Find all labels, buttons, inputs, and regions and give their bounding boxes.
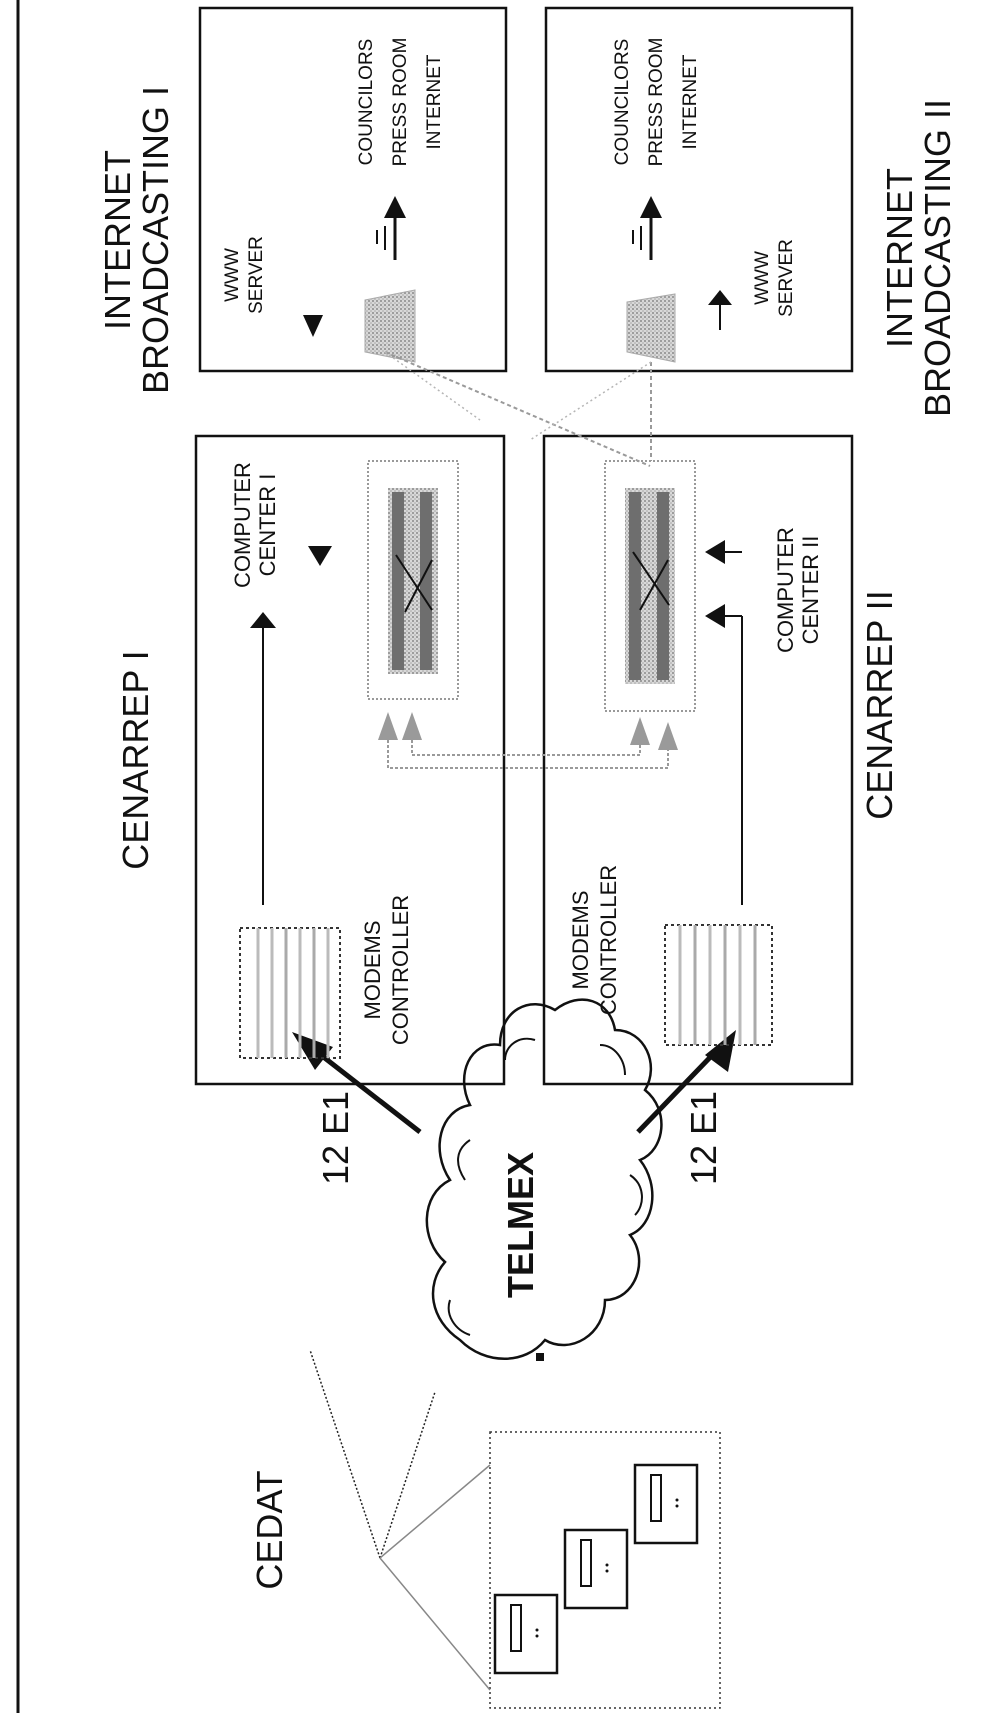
cedat-perspective-line bbox=[309, 1349, 381, 1559]
modems-2-label: MODEMS bbox=[568, 891, 593, 990]
destinations-2-line3: INTERNET bbox=[680, 54, 701, 149]
cross-links bbox=[378, 712, 678, 769]
modems-controller-1-rack bbox=[239, 927, 341, 1059]
server-icon bbox=[364, 289, 416, 363]
www-server-1-line2: SERVER bbox=[246, 236, 267, 314]
arrow-icon bbox=[705, 540, 725, 564]
cedat-frame bbox=[489, 1431, 721, 1709]
cedat-label: CEDAT bbox=[249, 1470, 290, 1589]
ib2-frame bbox=[544, 6, 854, 373]
ib2-title-line1: INTERNET bbox=[879, 168, 920, 348]
arrow-icon bbox=[402, 712, 422, 740]
ib1-frame bbox=[198, 6, 508, 373]
marker-dot bbox=[536, 1353, 544, 1361]
computer-center-1-label-line2: CENTER I bbox=[255, 474, 280, 577]
destinations-1-line3: INTERNET bbox=[424, 54, 445, 149]
ib1-title-line1: INTERNET bbox=[97, 150, 138, 330]
cloud-contour bbox=[447, 1037, 643, 1336]
destinations-1-line1: COUNCILORS bbox=[356, 39, 377, 166]
terminal-icon bbox=[563, 1528, 629, 1610]
modems-1-label: MODEMS bbox=[360, 921, 385, 1020]
terminal-icon bbox=[493, 1593, 559, 1675]
controller-2-label: CONTROLLER bbox=[596, 865, 621, 1015]
cedat-node: CEDAT bbox=[249, 1349, 721, 1709]
telmex-cloud: TELMEX bbox=[425, 998, 663, 1360]
internet-broadcasting-2-box: WWW SERVER COUNCILORS PRESS ROOM INTERNE… bbox=[544, 6, 854, 373]
cedat-perspective-line bbox=[379, 1557, 491, 1691]
destinations-2-line1: COUNCILORS bbox=[612, 39, 633, 166]
e1-label-lower: 12 E1 bbox=[683, 1091, 724, 1185]
www-server-2-line1: WWW bbox=[752, 251, 773, 305]
e1-link-upper: 12 E1 bbox=[292, 1032, 422, 1185]
cenarrep-1-frame bbox=[194, 434, 506, 1086]
computer-center-2-label-line2: CENTER II bbox=[798, 536, 823, 645]
ib1-title-line2: BROADCASTING I bbox=[135, 86, 176, 394]
triangle-marker bbox=[303, 315, 323, 337]
arrow-icon bbox=[658, 722, 678, 750]
triangle-marker bbox=[308, 546, 332, 566]
cenarrep-1-label: CENARREP I bbox=[115, 650, 156, 869]
computer-center-1-label-line1: COMPUTER bbox=[230, 462, 255, 588]
destinations-1-line2: PRESS ROOM bbox=[390, 38, 411, 167]
server-links bbox=[384, 351, 652, 467]
www-server-1-line1: WWW bbox=[222, 248, 243, 302]
server-icon bbox=[626, 293, 676, 363]
cenarrep-2-label: CENARREP II bbox=[859, 590, 900, 819]
arrow-icon bbox=[630, 717, 650, 745]
arrow-icon bbox=[705, 604, 725, 628]
cenarrep-1-box: MODEMS CONTROLLER COMPUTER CENTER I bbox=[194, 434, 506, 1086]
ib2-title-line2: BROADCASTING II bbox=[917, 99, 958, 417]
cedat-perspective-line bbox=[379, 1464, 491, 1559]
e1-label-upper: 12 E1 bbox=[315, 1091, 356, 1185]
e1-link-lower: 12 E1 bbox=[636, 1030, 736, 1185]
internet-broadcasting-1-box: WWW SERVER COUNCILORS PRESS ROOM INTERNE… bbox=[198, 6, 508, 373]
terminal-icon bbox=[633, 1463, 699, 1545]
arrow-icon bbox=[250, 612, 276, 628]
www-server-2-line2: SERVER bbox=[776, 239, 797, 317]
computer-center-2-label-line1: COMPUTER bbox=[773, 527, 798, 653]
cenarrep-2-frame bbox=[542, 434, 854, 1086]
controller-1-label: CONTROLLER bbox=[388, 895, 413, 1045]
telmex-label: TELMEX bbox=[500, 1152, 541, 1298]
arrow-icon bbox=[378, 712, 398, 740]
cedat-perspective-line bbox=[379, 1391, 436, 1559]
cloud-shape bbox=[425, 998, 663, 1360]
destinations-2-line2: PRESS ROOM bbox=[646, 38, 667, 167]
cenarrep-2-box: MODEMS CONTROLLER COMPUTER CENTER II bbox=[542, 434, 854, 1086]
